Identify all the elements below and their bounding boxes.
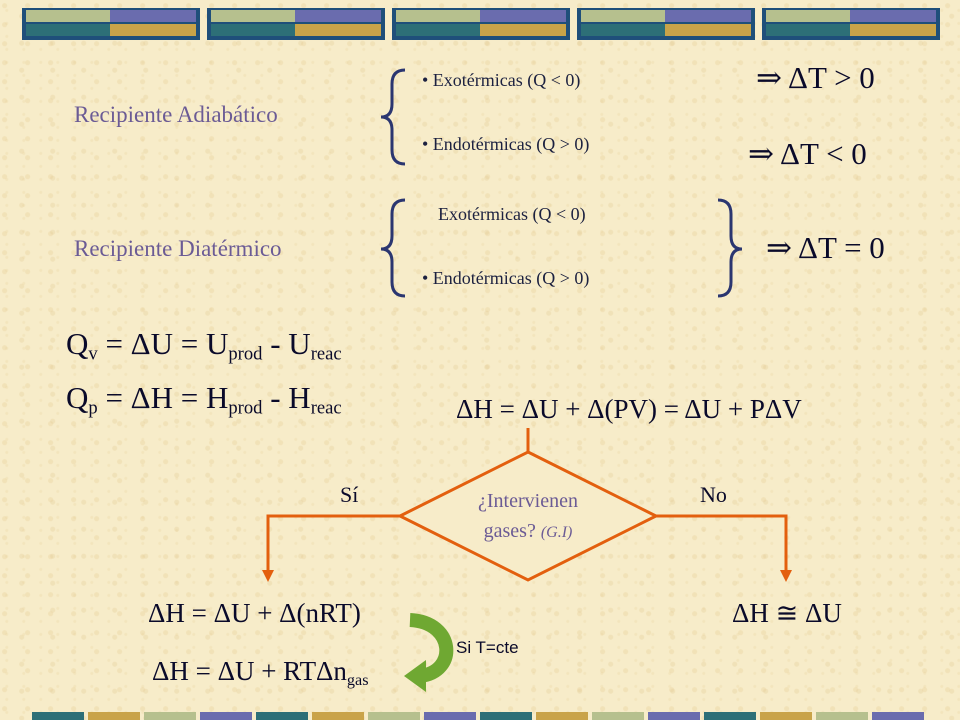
top-block-purple [110,10,196,22]
question-note: (G.I) [540,524,573,541]
adiabatic-brace [380,68,406,166]
yes-label: Sí [340,482,359,507]
top-block-gold [850,24,936,36]
diathermic-endo: • Endotérmicas (Q > 0) [422,268,590,288]
top-block-teal [26,24,110,36]
adiabatic-endo: • Endotérmicas (Q > 0) [422,134,590,154]
arrowhead-no [780,570,792,582]
top-block-gold [110,24,196,36]
top-decoration [22,8,940,40]
curved-arrowhead [404,660,426,692]
question-line-1: ¿Intervienen [478,490,578,512]
top-block-teal [581,24,665,36]
top-block-sage [766,10,850,22]
qv-equation: Qv = ΔU = Uprod - Ureac [66,326,342,365]
qp-equation: Qp = ΔH = Hprod - Hreac [66,380,342,419]
top-block-sage [211,10,295,22]
adiabatic-result-endo: ⇒ ΔT < 0 [748,136,867,171]
condition-note: Si T=cte [456,638,519,657]
decision-diamond [396,450,660,582]
top-block-gold [480,24,566,36]
diathermic-exo: Exotérmicas (Q < 0) [438,204,586,224]
flow-branch-no [656,514,788,572]
diathermic-result: ⇒ ΔT = 0 [766,230,885,265]
top-block-sage [26,10,110,22]
top-block-purple [480,10,566,22]
flow-branch-yes [266,514,400,572]
top-block-sage [396,10,480,22]
right-result: ΔH ≅ ΔU [732,598,842,628]
curved-arrow [409,613,454,683]
top-block-gold [295,24,381,36]
left-result: ΔH = ΔU + Δ(nRT) [148,598,361,628]
adiabatic-result-exo: ⇒ ΔT > 0 [756,60,875,95]
adiabatic-exo: • Exotérmicas (Q < 0) [422,70,581,90]
top-block-sage [581,10,665,22]
top-block-purple [850,10,936,22]
top-block-purple [665,10,751,22]
top-block-teal [396,24,480,36]
adiabatic-label: Recipiente Adiabático [74,102,278,127]
final-equation: ΔH = ΔU + RTΔngas [152,656,369,689]
decision-question: ¿Intervienen gases? (G.I) [440,486,616,548]
no-label: No [700,482,727,507]
top-block-purple [295,10,381,22]
diathermic-right-brace [717,198,743,298]
top-block-teal [766,24,850,36]
top-block-gold [665,24,751,36]
diathermic-left-brace [380,198,406,298]
diathermic-label: Recipiente Diatérmico [74,236,282,261]
question-line-2: gases? (G.I) [483,520,573,542]
arrowhead-yes [262,570,274,582]
top-block-teal [211,24,295,36]
dh-pv-equation: ΔH = ΔU + Δ(PV) = ΔU + PΔV [456,394,802,424]
